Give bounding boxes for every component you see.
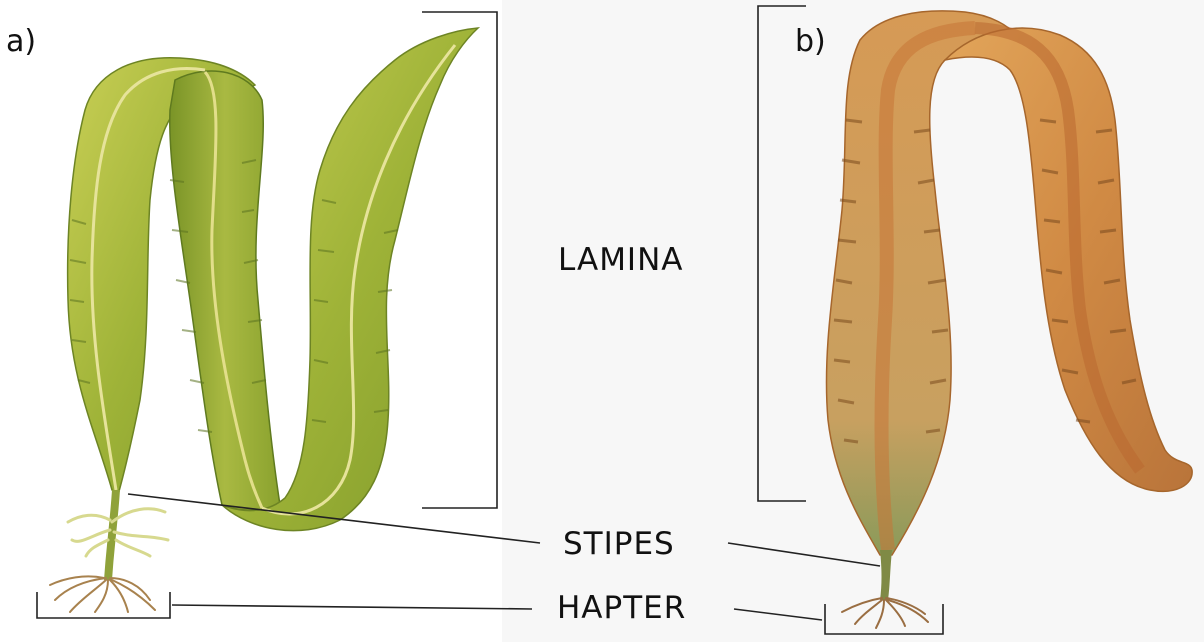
kelp-b-blade-left — [826, 11, 1020, 555]
lamina-label: LAMINA — [558, 242, 683, 278]
stipes-leader-b — [728, 543, 880, 566]
kelp-b — [826, 11, 1192, 628]
hapter-leader-a — [172, 605, 532, 609]
panel-b-label: b) — [795, 24, 826, 59]
hapter-label: HAPTER — [557, 590, 686, 626]
kelp-a-rhizoids — [68, 509, 168, 556]
lamina-bracket-b — [758, 6, 806, 501]
hapter-leader-b — [734, 609, 822, 620]
kelp-b-holdfast — [842, 598, 928, 628]
kelp-a-holdfast — [50, 576, 155, 612]
kelp-b-stipe — [880, 550, 892, 600]
kelp-a — [50, 28, 478, 612]
stipes-label: STIPES — [563, 526, 675, 562]
kelp-a-blade-middle — [170, 71, 280, 510]
panel-a-label: a) — [6, 24, 36, 59]
kelp-a-stipe — [104, 490, 120, 580]
